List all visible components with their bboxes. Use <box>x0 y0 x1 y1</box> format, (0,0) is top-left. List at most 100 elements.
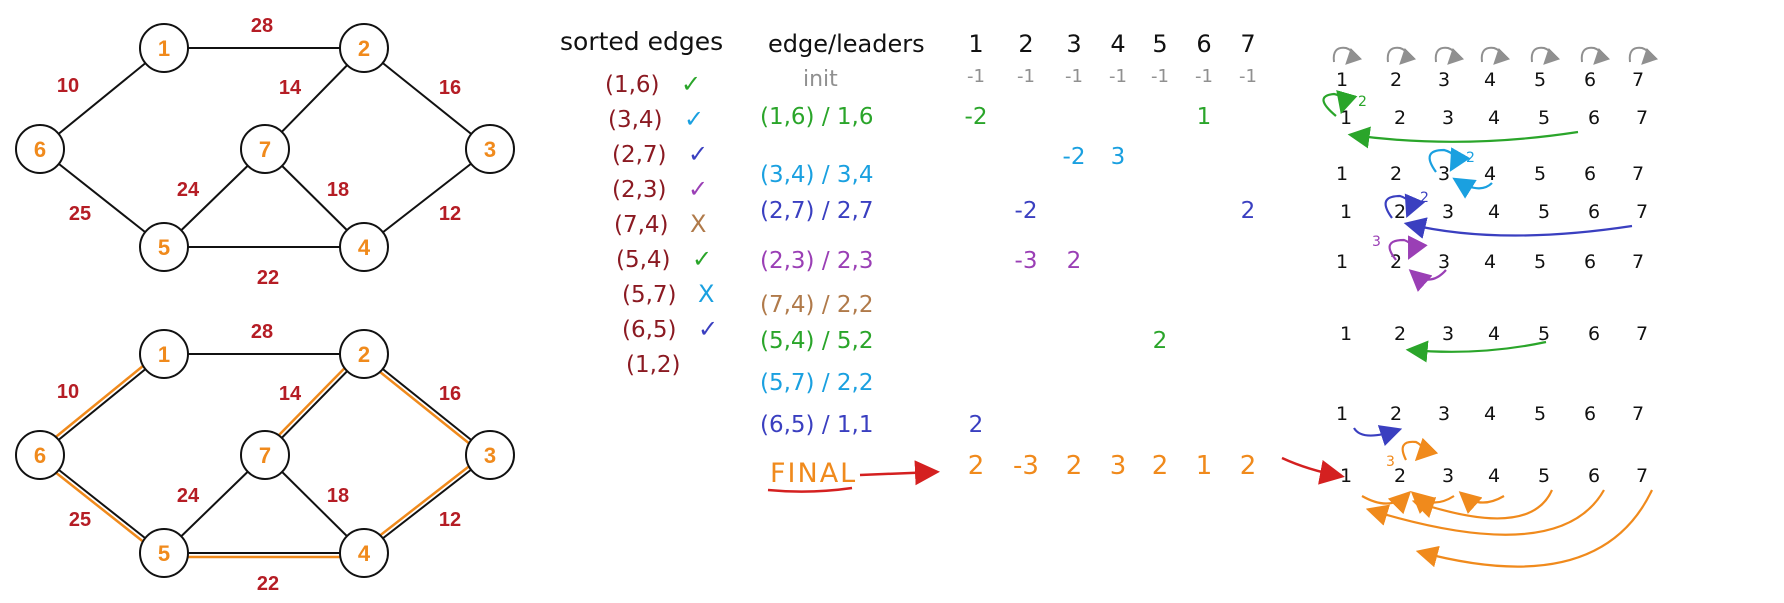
node-label-1: 1 <box>158 342 170 367</box>
sorted-edge-6: (5,4) <box>616 247 671 273</box>
forest-r4-node-3: 3 <box>1442 201 1454 223</box>
node-6 <box>15 124 65 174</box>
self-loop-final-2 <box>1401 437 1439 462</box>
node-label-6: 6 <box>34 443 46 468</box>
init-value-3: -1 <box>1065 66 1083 87</box>
table-header-5: 5 <box>1152 30 1167 58</box>
forest-r7-node-2: 2 <box>1390 403 1402 425</box>
final-value-4: 3 <box>1110 451 1127 481</box>
init-value-7: -1 <box>1239 66 1257 87</box>
forest-r6-node-5: 5 <box>1538 323 1550 345</box>
final-arrow-3 <box>1410 491 1455 514</box>
table-update-3-7: 2 <box>1241 198 1256 224</box>
node-4 <box>339 222 389 272</box>
node-label-4: 4 <box>358 235 371 260</box>
table-update-2-3: -2 <box>1063 144 1086 170</box>
mst-highlight-2-7 <box>273 362 351 441</box>
node-7 <box>240 124 290 174</box>
sorted-mark-3: ✓ <box>688 140 708 168</box>
init-self-loop-3 <box>1434 46 1465 65</box>
sorted-mark-1: ✓ <box>681 70 701 98</box>
node-5 <box>139 528 189 578</box>
weight-7-4: 18 <box>327 485 349 507</box>
weight-2-7: 14 <box>279 77 302 99</box>
mst-highlight-2-3 <box>375 368 474 447</box>
edge-3-4 <box>363 454 491 554</box>
table-update-1-1: -2 <box>965 104 988 130</box>
final-label: FINAL <box>770 458 857 489</box>
rank-mark-2: 2 <box>1420 190 1429 206</box>
forest-r7-node-5: 5 <box>1534 403 1546 425</box>
init-value-5: -1 <box>1151 66 1169 87</box>
weight-5-4: 22 <box>257 267 279 289</box>
forest-r1-node-6: 6 <box>1584 69 1596 91</box>
forest-r4-node-4: 4 <box>1488 201 1500 223</box>
forest-r8-node-4: 4 <box>1488 465 1500 487</box>
forest-r1-node-3: 3 <box>1438 69 1450 91</box>
forest-r2-node-4: 4 <box>1488 107 1500 129</box>
final-arrow-4 <box>1458 491 1505 514</box>
final-value-7: 2 <box>1240 451 1257 481</box>
weight-1-6: 10 <box>57 75 79 97</box>
leader-row-1: (1,6) / 1,6 <box>760 104 873 130</box>
self-loop-1 <box>1322 90 1358 117</box>
forest-r1-node-4: 4 <box>1484 69 1496 91</box>
forest-r4-node-7: 7 <box>1636 201 1648 223</box>
leader-row-3: (2,7) / 2,7 <box>760 198 873 224</box>
node-5 <box>139 222 189 272</box>
init-self-loop-2 <box>1386 46 1417 65</box>
weight-5-4: 22 <box>257 573 279 595</box>
forest-r4-node-6: 6 <box>1588 201 1600 223</box>
forest-r2-node-1: 1 <box>1340 107 1352 129</box>
init-self-loop-1 <box>1332 46 1363 65</box>
forest-r3-node-5: 5 <box>1534 163 1546 185</box>
node-3 <box>465 430 515 480</box>
edge-1-6 <box>39 47 165 150</box>
forest-r7-node-4: 4 <box>1484 403 1496 425</box>
forest-r2-node-3: 3 <box>1442 107 1454 129</box>
init-self-loop-6 <box>1580 46 1611 65</box>
weight-3-4: 12 <box>439 509 461 531</box>
final-arrow-7 <box>1415 489 1653 568</box>
final-value-1: 2 <box>968 451 985 481</box>
forest-r4-node-1: 1 <box>1340 201 1352 223</box>
forest-r4-node-5: 5 <box>1538 201 1550 223</box>
weight-1-6: 10 <box>57 381 79 403</box>
forest-r1-node-7: 7 <box>1632 69 1644 91</box>
node-1 <box>139 329 189 379</box>
node-6 <box>15 430 65 480</box>
node-3 <box>465 124 515 174</box>
edge-2-3 <box>363 47 491 150</box>
init-value-4: -1 <box>1109 66 1127 87</box>
final-arrow-right <box>1281 456 1345 485</box>
edge-2-3 <box>363 353 491 456</box>
forest-r5-node-7: 7 <box>1632 251 1644 273</box>
sorted-mark-8: ✓ <box>698 315 718 343</box>
forest-r7-node-1: 1 <box>1336 403 1348 425</box>
forest-r7-node-6: 6 <box>1584 403 1596 425</box>
leader-row-4: (2,3) / 2,3 <box>760 248 873 274</box>
init-value-1: -1 <box>967 66 985 87</box>
forest-r3-node-7: 7 <box>1632 163 1644 185</box>
forest-r2-node-5: 5 <box>1538 107 1550 129</box>
sorted-edge-4: (2,3) <box>612 177 667 203</box>
arrow-5-to-2 <box>1405 340 1547 363</box>
arrow-4-to-3 <box>1452 177 1493 199</box>
edge-3-4 <box>363 148 491 248</box>
node-label-2: 2 <box>358 342 370 367</box>
forest-r5-node-4: 4 <box>1484 251 1496 273</box>
node-label-6: 6 <box>34 137 46 162</box>
table-header-3: 3 <box>1066 30 1081 58</box>
leaders-title: edge/leaders <box>768 30 925 58</box>
mst-highlight-6-5 <box>51 468 148 546</box>
final-value-5: 2 <box>1152 451 1169 481</box>
forest-r8-node-3: 3 <box>1442 465 1454 487</box>
forest-r8-node-1: 1 <box>1340 465 1352 487</box>
weight-7-4: 18 <box>327 179 349 201</box>
weight-5-7: 24 <box>177 179 200 201</box>
forest-r2-node-6: 6 <box>1588 107 1600 129</box>
node-label-5: 5 <box>158 541 170 566</box>
